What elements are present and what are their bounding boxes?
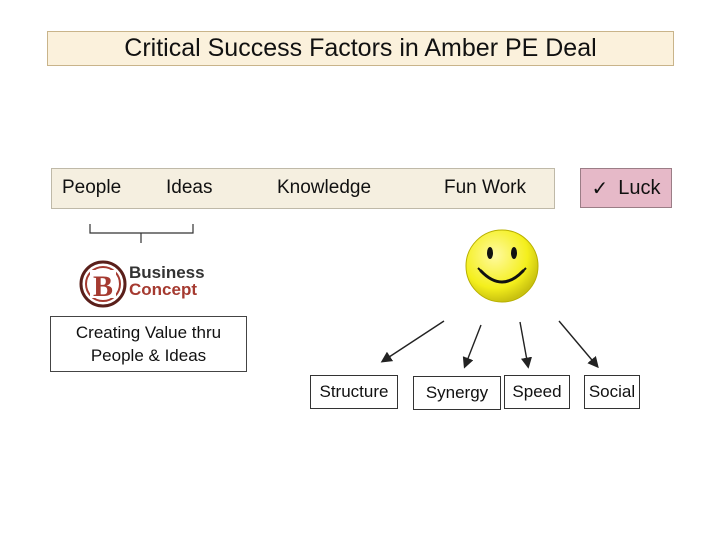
creating-value-line2: People & Ideas [90, 346, 207, 365]
arrow-to-speed [519, 321, 533, 369]
creating-value-box: Creating Value thru People & Ideas [50, 316, 247, 372]
check-icon: ✓ [591, 177, 609, 200]
business-concept-logo-icon: B [79, 260, 127, 308]
svg-text:B: B [93, 270, 113, 303]
luck-label: Luck [618, 176, 661, 199]
component-structure: Structure [310, 375, 398, 409]
people-ideas-brace [89, 224, 194, 243]
component-speed: Speed [504, 375, 570, 409]
arrow-to-structure [380, 320, 445, 363]
factor-people: People [62, 177, 122, 198]
component-synergy: Synergy [413, 376, 501, 410]
business-concept-line1: Business [129, 263, 205, 282]
arrow-to-social [558, 320, 599, 369]
factor-ideas: Ideas [166, 177, 213, 198]
luck-box: ✓ Luck [580, 168, 672, 208]
factor-knowledge: Knowledge [277, 177, 372, 198]
factors-bar: People Ideas Knowledge Fun Work [51, 168, 555, 209]
smiley-face-icon [465, 229, 539, 303]
factor-fun-work: Fun Work [444, 177, 527, 198]
diagram-title: Critical Success Factors in Amber PE Dea… [47, 31, 674, 66]
arrow-to-synergy [462, 324, 482, 369]
business-concept-line2: Concept [129, 280, 197, 299]
component-social: Social [584, 375, 640, 409]
creating-value-line1: Creating Value thru [75, 323, 222, 342]
business-concept-wordmark: Business Concept [129, 264, 205, 298]
